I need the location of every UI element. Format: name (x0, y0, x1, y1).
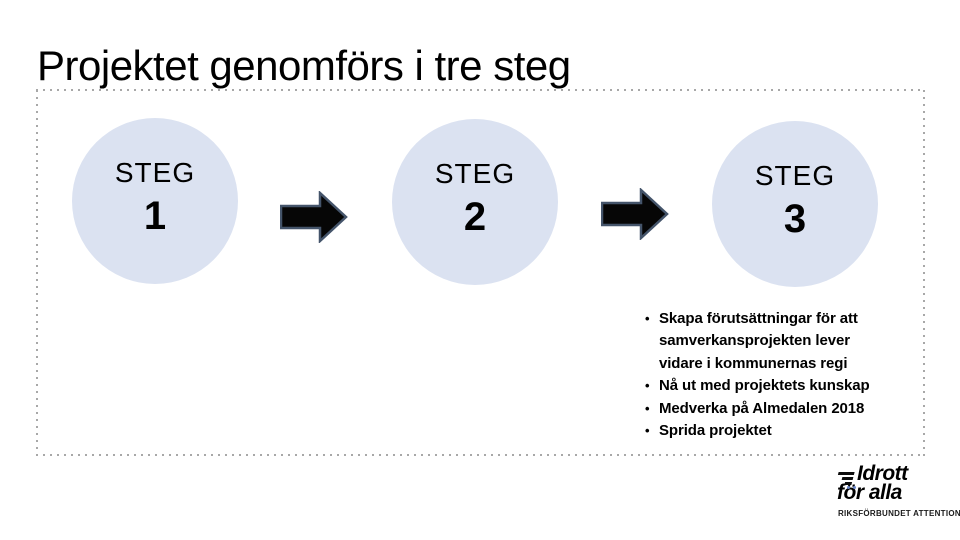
list-item: • Skapa förutsättningar för att samverka… (645, 308, 883, 375)
step-label: STEG (434, 157, 516, 189)
bullet-marker: • (645, 311, 650, 326)
step-circle-3: STEG 3 (712, 121, 878, 287)
step-label: STEG (754, 159, 836, 191)
logo-line1: Idrott (857, 462, 908, 485)
bullet-list: • Skapa förutsättningar för att samverka… (645, 308, 883, 442)
list-item: • Sprida projektet (645, 420, 883, 442)
bullet-marker: • (645, 400, 650, 416)
bullet-text: Sprida projektet (659, 422, 772, 440)
list-item: • Nå ut med projektets kunskap (645, 375, 883, 397)
step-number: 2 (463, 194, 487, 239)
idrott-for-alla-logo: Idrott för alla RIKSFÖRBUNDET ATTENTION (836, 462, 960, 518)
right-arrow-icon (280, 191, 348, 243)
step-circle-2: STEG 2 (392, 119, 558, 285)
step-label: STEG (114, 156, 196, 188)
right-arrow-icon (601, 188, 669, 240)
step-number: 1 (143, 193, 167, 238)
logo-umlaut-accent-icon (847, 486, 850, 489)
bullet-text: Medverka på Almedalen 2018 (659, 399, 865, 417)
step-number: 3 (783, 196, 807, 241)
bullet-marker: • (645, 378, 650, 394)
logo-subtitle: RIKSFÖRBUNDET ATTENTION (838, 509, 960, 518)
bullet-text: Skapa förutsättningar för att samverkans… (659, 310, 858, 372)
page-title: Projektet genomförs i tre steg (37, 42, 571, 90)
bullet-marker: • (645, 423, 650, 439)
list-item: • Medverka på Almedalen 2018 (645, 398, 883, 420)
logo-line2: för alla (837, 481, 902, 504)
step-circle-1: STEG 1 (72, 118, 238, 284)
bullet-text: Nå ut med projektets kunskap (659, 377, 870, 395)
speed-lines-icon (834, 472, 855, 485)
